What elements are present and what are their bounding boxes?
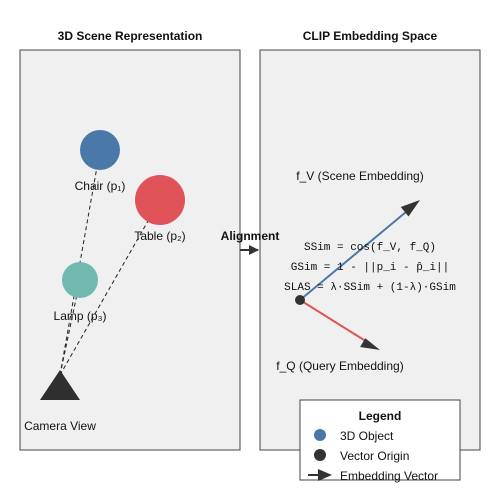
camera-label: Camera View [24,419,96,433]
scene-embedding-arrowhead [400,200,420,217]
table-object [135,175,185,225]
legend-title: Legend [359,409,402,423]
legend-object-icon [314,429,326,441]
legend-vector-label: Embedding Vector [340,469,438,483]
right-panel-title: CLIP Embedding Space [303,29,438,43]
legend-origin-label: Vector Origin [340,449,409,463]
query-embedding-label: f_Q (Query Embedding) [276,359,403,373]
query-embedding-arrowhead [360,338,380,350]
legend-origin-icon [314,449,326,461]
table-label: Table (p₂) [134,229,185,243]
chair-label: Chair (p₁) [75,179,126,193]
chair-object [80,130,120,170]
view-ray-table [59,199,161,376]
scene-embedding-vector [299,206,413,301]
vector-origin [295,295,305,305]
lamp-object [62,262,98,298]
camera-icon [40,370,80,400]
gsim-formula: GSim = 1 - ||p_i - p̂_i|| [291,261,449,274]
legend-box [299,399,461,481]
lamp-label: Lamp (p₃) [54,309,107,323]
embedding-panel [259,49,481,451]
legend-vector-arrow-icon [318,469,332,481]
ssim-formula: SSim = cos(f_V, f_Q) [304,242,436,254]
slas-formula: SLAS = λ·SSim + (1-λ)·GSim [284,282,456,294]
legend-object-label: 3D Object [340,429,394,443]
query-embedding-vector [299,299,373,346]
left-panel-title: 3D Scene Representation [58,29,203,43]
scene-embedding-label: f_V (Scene Embedding) [296,169,423,183]
alignment-label: Alignment [221,229,280,243]
